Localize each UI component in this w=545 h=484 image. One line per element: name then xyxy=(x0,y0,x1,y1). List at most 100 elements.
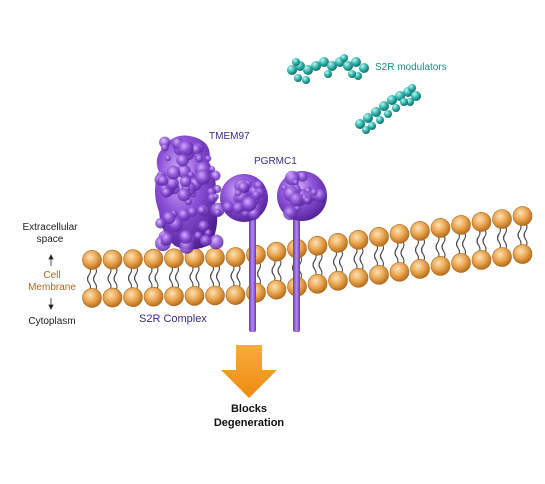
lipid-head xyxy=(102,249,123,270)
lipid-head xyxy=(451,253,471,273)
modulator-atom xyxy=(384,110,392,118)
tmem97-subunit xyxy=(213,208,222,217)
lipid-head xyxy=(348,230,369,250)
lipid-tail xyxy=(92,274,98,292)
modulator-atom xyxy=(387,95,397,105)
lipid-tail xyxy=(277,266,282,284)
tmem97-subunit xyxy=(199,234,212,247)
lipid-tail xyxy=(400,248,405,266)
modulator-atom xyxy=(371,107,381,117)
lipid-head xyxy=(143,286,164,307)
lipid-head xyxy=(123,287,143,307)
lipid-tail xyxy=(441,242,446,260)
tmem97-subunit xyxy=(195,169,211,185)
modulator-atom xyxy=(392,104,400,112)
tmem97-subunit xyxy=(198,220,210,232)
modulator-atom xyxy=(406,98,414,106)
modulator-atom xyxy=(287,65,297,75)
modulator-atom xyxy=(400,98,408,106)
lipid-head xyxy=(225,285,246,305)
pgrmc1-subunit xyxy=(303,197,311,205)
lipid-tail xyxy=(338,257,344,275)
pgrmc1-subunit xyxy=(292,179,299,186)
pgrmc1-subunit xyxy=(232,201,245,214)
modulator-atom xyxy=(294,74,302,82)
tmem97-protein xyxy=(154,135,225,254)
modulator-atom xyxy=(355,119,365,129)
lipid-head xyxy=(82,288,102,308)
tmem97-subunit xyxy=(176,164,191,179)
tmem97-subunit xyxy=(195,154,204,163)
modulator-atom xyxy=(311,61,321,71)
tmem97-subunit xyxy=(212,193,219,200)
modulator-atom xyxy=(303,65,313,75)
blocks-degeneration-label: Blocks Degeneration xyxy=(213,403,285,429)
cell-membrane-label: Cell Membrane xyxy=(28,270,76,293)
modulator-atom xyxy=(411,91,421,101)
lipid-tail xyxy=(113,274,118,291)
lipid-head xyxy=(410,259,430,279)
pgrmc1-subunit xyxy=(234,189,242,197)
lipid-tail xyxy=(174,272,180,290)
tmem97-subunit xyxy=(166,176,179,190)
tmem97-subunit xyxy=(179,175,192,188)
modulator-atom xyxy=(324,70,332,78)
lipid-head xyxy=(164,248,184,269)
modulator-atom xyxy=(343,61,353,71)
s2r-modulators-label: S2R modulators xyxy=(375,62,447,73)
tmem97-subunit xyxy=(160,232,174,246)
tmem97-label: TMEM97 xyxy=(209,131,250,142)
modulator-atom xyxy=(302,76,310,84)
lipid-tail xyxy=(133,273,139,291)
lipid-tail xyxy=(154,273,159,291)
lipid-tail xyxy=(502,233,508,251)
lipid-head xyxy=(184,286,205,306)
lipid-head xyxy=(102,287,123,308)
tmem97-subunit xyxy=(161,187,172,198)
lipid-head xyxy=(410,221,430,241)
tmem97-subunit xyxy=(176,153,189,167)
tmem97-subunit xyxy=(208,165,216,173)
modulator-atom xyxy=(348,70,356,78)
lipid-head xyxy=(471,212,492,232)
s2r-modulator-molecules xyxy=(287,54,421,134)
modulator-atom xyxy=(319,57,329,67)
tmem97-subunit xyxy=(187,171,194,178)
lipid-tail xyxy=(482,236,487,254)
lipid-head xyxy=(492,209,512,229)
tmem97-subunit xyxy=(204,229,212,237)
lipid-head xyxy=(430,256,451,276)
modulator-atom xyxy=(351,57,361,67)
pgrmc1-subunit xyxy=(237,181,250,193)
lipid-head xyxy=(164,286,184,307)
pgrmc1-stalk-left xyxy=(249,212,256,332)
down-arrow xyxy=(221,345,277,398)
pgrmc1-subunit xyxy=(241,196,257,212)
pgrmc1-subunit xyxy=(297,171,308,182)
s2r-complex-label: S2R Complex xyxy=(139,313,207,325)
lipid-head xyxy=(328,232,348,253)
side-arrows xyxy=(48,254,54,310)
s2r-modulator xyxy=(355,84,421,134)
lipid-head xyxy=(512,206,533,226)
modulator-atom xyxy=(363,113,373,123)
tmem97-subunit xyxy=(187,206,198,217)
lipid-tail xyxy=(379,251,385,269)
tmem97-subunit xyxy=(210,170,221,181)
modulator-atom xyxy=(327,61,337,71)
lipid-head xyxy=(512,244,533,264)
pgrmc1-proteins xyxy=(220,170,327,332)
tmem97-subunit xyxy=(191,144,202,155)
tmem97-subunit xyxy=(197,205,206,215)
lipid-head xyxy=(307,273,328,294)
lipid-head xyxy=(307,235,328,256)
tmem97-subunit xyxy=(160,143,169,152)
lipid-head xyxy=(492,247,512,267)
lipid-tail xyxy=(523,230,528,248)
tmem97-subunit xyxy=(177,140,194,157)
lipid-head xyxy=(471,250,492,270)
lipid-head xyxy=(369,265,389,285)
modulator-atom xyxy=(368,122,376,130)
lipid-head xyxy=(266,279,287,300)
lipid-tail xyxy=(256,269,262,287)
